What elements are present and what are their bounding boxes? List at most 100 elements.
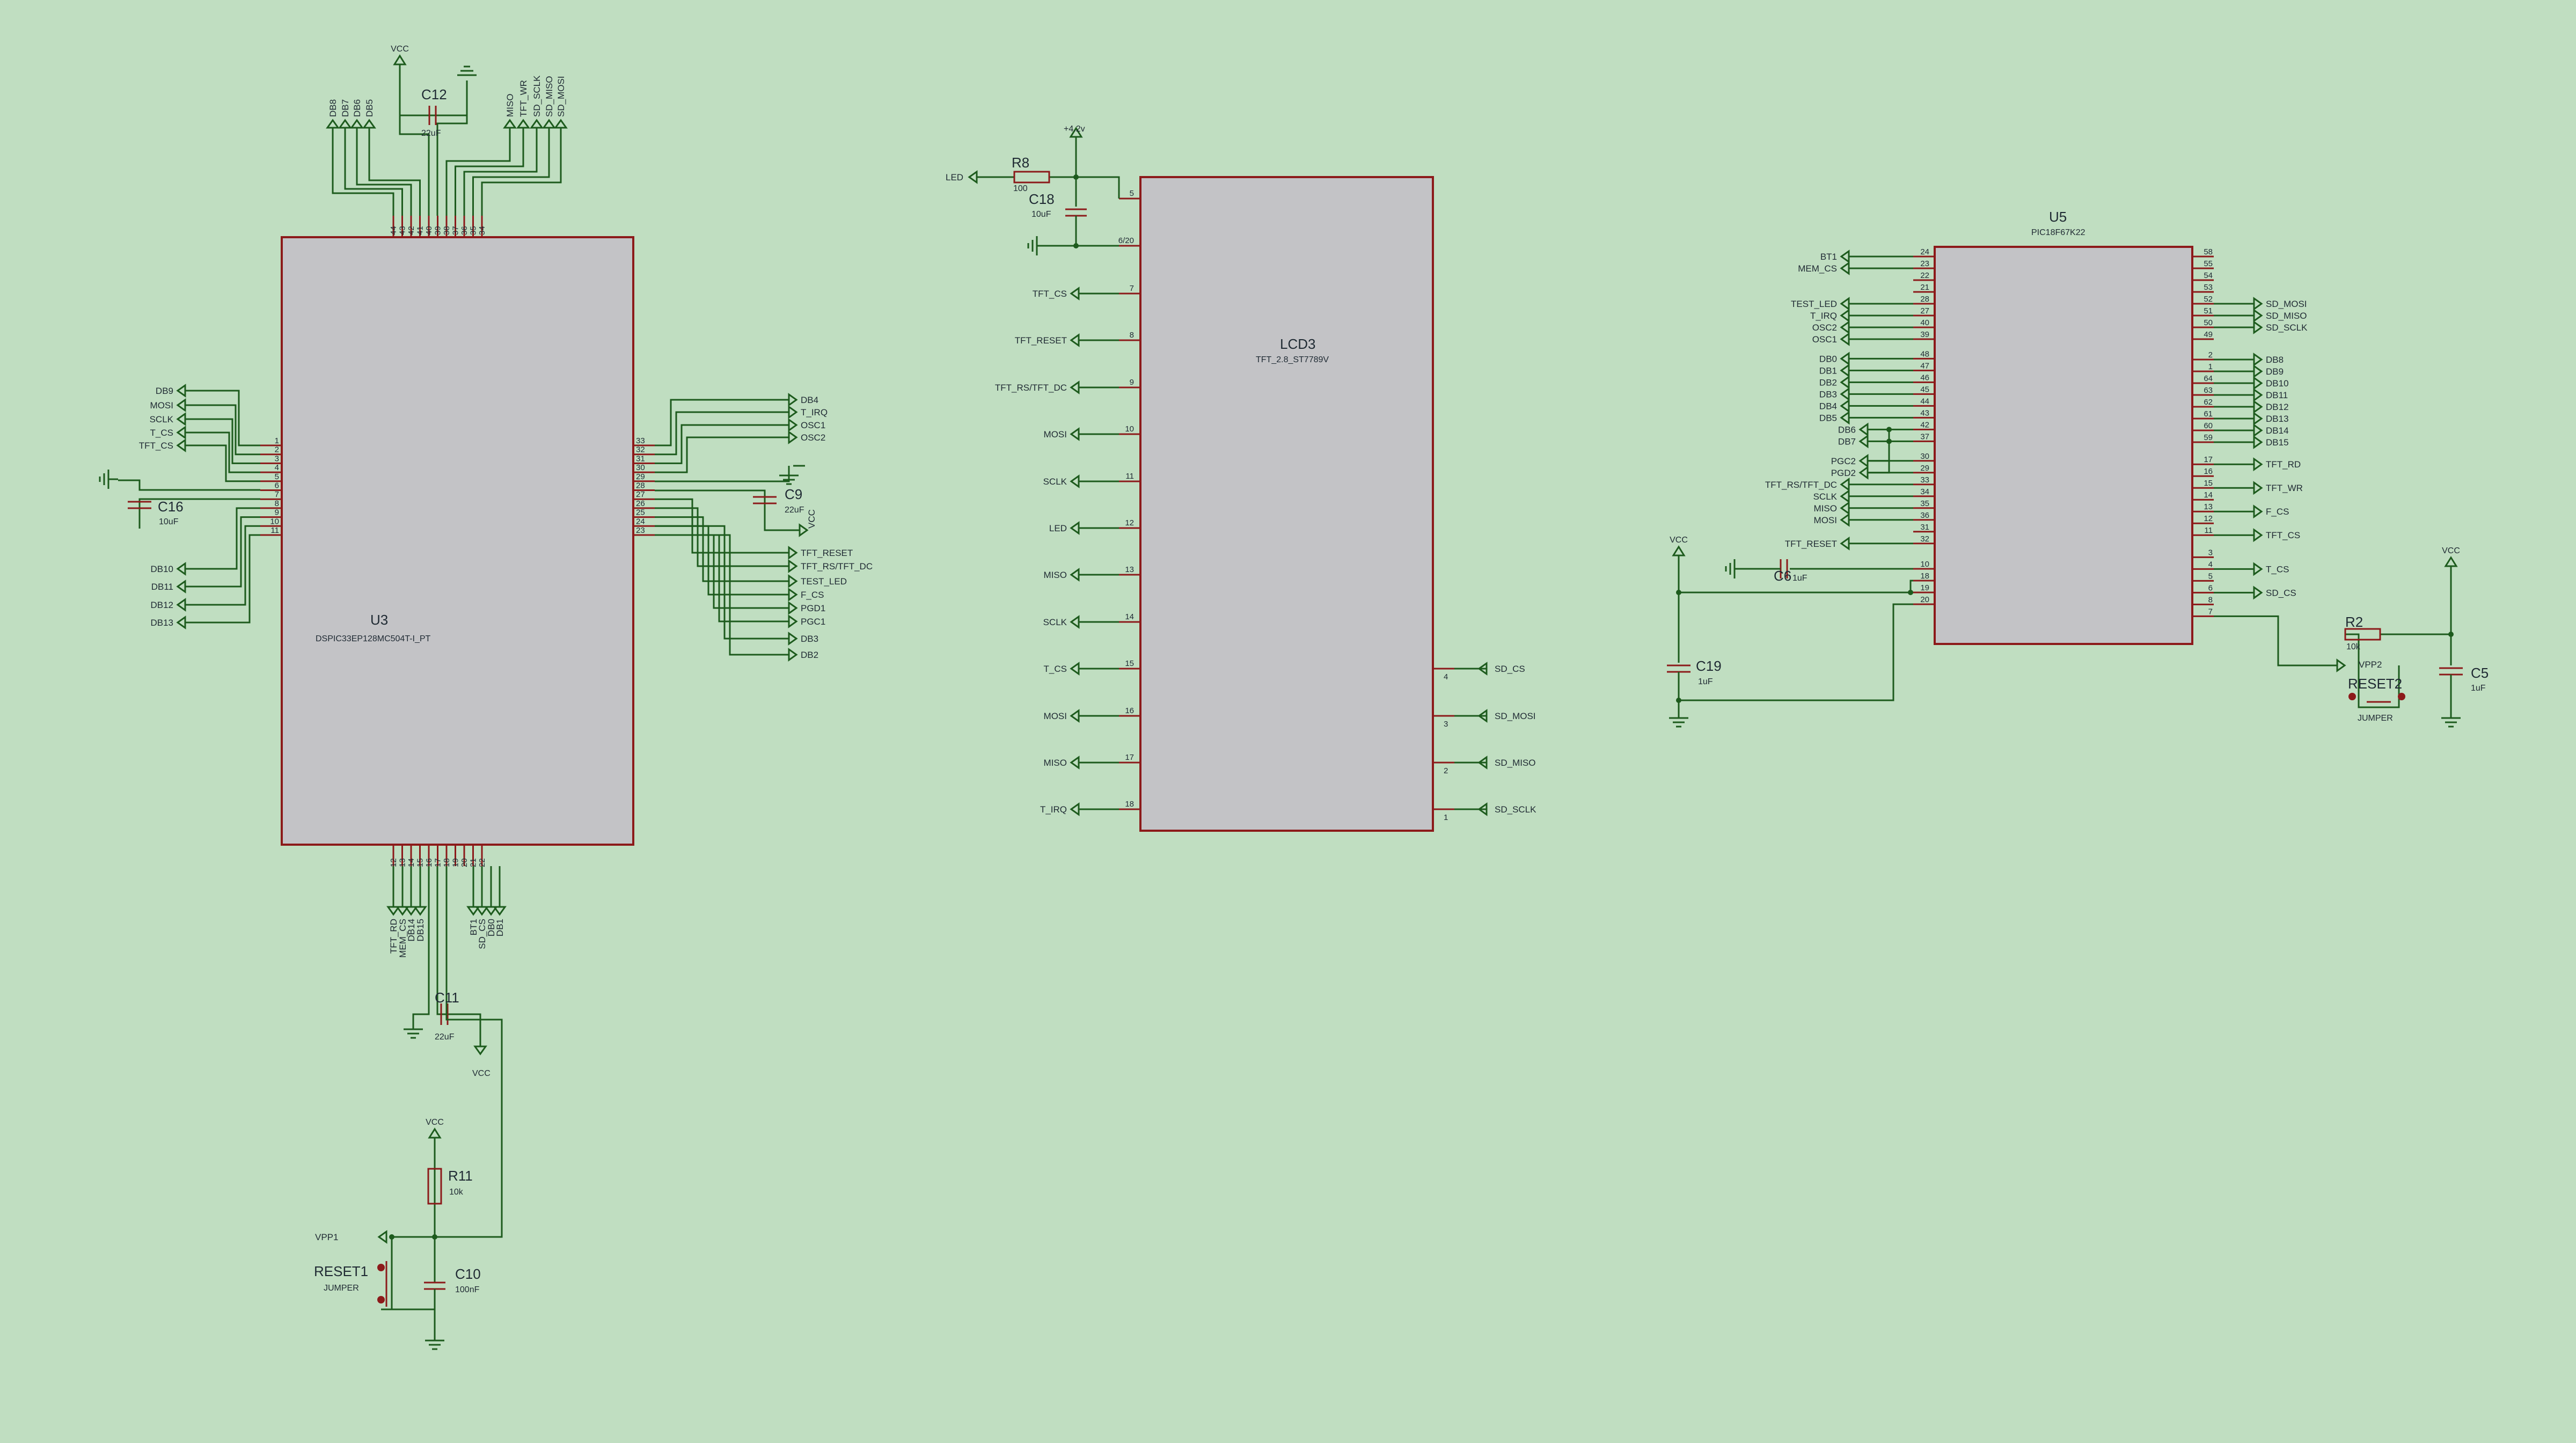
net-flag — [1070, 568, 1080, 582]
u5-net-label: DB9 — [2266, 367, 2284, 377]
net-flag — [338, 119, 352, 129]
u3-net — [185, 525, 260, 606]
junction-dot — [1073, 243, 1079, 248]
lcd-supply-label: +4.2v — [1064, 124, 1085, 134]
lcd3-body — [1139, 176, 1434, 832]
net-flag — [788, 430, 798, 444]
r2-body — [2344, 628, 2381, 641]
c12-ref: C12 — [421, 86, 447, 102]
u3-pin-number: 42 — [407, 226, 416, 235]
net-flag — [788, 614, 798, 628]
u3-pin-number: 1 — [275, 436, 279, 445]
u3-pin-number: 13 — [398, 858, 407, 867]
r2-ref: R2 — [2345, 614, 2363, 630]
u3-pin-number: 23 — [636, 526, 645, 535]
u3-pin-number: 20 — [460, 858, 469, 867]
lcd3-pin-number: 11 — [1125, 472, 1134, 481]
u3-net — [655, 525, 789, 640]
u5-pin-number: 2 — [2208, 350, 2213, 360]
u5-net-label: DB7 — [1838, 436, 1856, 446]
u3-pin-number: 15 — [416, 858, 425, 867]
c11-ref: C11 — [435, 990, 459, 1006]
u5-net-label: SCLK — [1813, 492, 1838, 502]
c9-value: 22uF — [785, 506, 804, 515]
lcd3-pin-number: 1 — [1444, 813, 1448, 822]
net-flag — [326, 119, 340, 129]
u3-net — [185, 390, 260, 446]
u5-net-label: F_CS — [2266, 507, 2289, 517]
u3-top-vcc-label: VCC — [391, 45, 409, 54]
u3-net-label-tft_rd: TFT_RD — [389, 919, 399, 954]
net-flag — [2253, 481, 2263, 495]
u5-net-label: DB10 — [2266, 378, 2289, 389]
u5-net-label: DB13 — [2266, 414, 2289, 424]
u5-pin-number: 30 — [1920, 452, 1929, 461]
u3-net-label-db10: DB10 — [150, 564, 173, 574]
u5-pin-number: 5 — [2208, 572, 2213, 581]
u5-pin-number: 11 — [2204, 526, 2213, 535]
u5-vcc2-label: VCC — [2442, 546, 2460, 555]
r2-value: 10k — [2346, 642, 2361, 651]
u3-net-label-db5: DB5 — [364, 99, 375, 117]
u3-net — [344, 128, 403, 216]
net-flag — [404, 906, 418, 916]
net-flag — [1070, 380, 1080, 394]
u3-pin-number: 9 — [275, 508, 279, 517]
lcd3-net-label: T_CS — [1044, 664, 1067, 674]
lcd3-pin-number: 7 — [1130, 284, 1134, 293]
u3-net — [463, 128, 538, 216]
u3-net-label-test_led: TEST_LED — [801, 576, 847, 587]
u3-pin-number: 29 — [636, 472, 645, 481]
u3-pin-number: 8 — [275, 499, 279, 508]
net-flag — [386, 906, 400, 916]
reset1-contact — [377, 1264, 385, 1271]
u5-net-label: TFT_RD — [2266, 459, 2301, 470]
u3-pin-number: 17 — [434, 858, 443, 867]
u3-pin-number: 32 — [636, 445, 645, 455]
net-flag — [788, 393, 798, 407]
u5-pin-number: 37 — [1920, 432, 1929, 441]
u5-pin-number: 15 — [2204, 479, 2213, 488]
u3-mclr-wire — [392, 866, 503, 1238]
u3-net-label-db4: DB4 — [801, 395, 818, 405]
u5-pin-number: 33 — [1920, 475, 1929, 485]
u5-ref: U5 — [2049, 209, 2067, 225]
u3-net-label-mem_cs: MEM_CS — [398, 919, 408, 958]
u5-net-label: T_CS — [2266, 564, 2289, 574]
net-flag — [1858, 465, 1869, 480]
u5-pin-number: 53 — [2204, 283, 2213, 292]
u5-pin-number: 59 — [2204, 433, 2213, 442]
net-flag — [554, 119, 568, 129]
u3-avss-wire — [412, 866, 430, 1020]
u3-net — [655, 411, 789, 456]
lcd3-net-label: MISO — [1044, 758, 1067, 768]
lcd3-pin-number: 4 — [1444, 672, 1448, 682]
u5-pin-number: 55 — [2204, 259, 2213, 268]
net-flag — [788, 405, 798, 419]
lcd3-net-label: LED — [1049, 523, 1067, 533]
net-flag — [788, 418, 798, 432]
u3-net-label-miso: MISO — [505, 94, 515, 117]
u5-net-label: TEST_LED — [1791, 299, 1837, 309]
u3-vcap-wire — [138, 498, 260, 529]
u5-pin-number: 23 — [1920, 259, 1929, 268]
u5-net-label: PGD2 — [1831, 468, 1856, 478]
c9-ref: C9 — [785, 486, 802, 502]
net-flag — [1840, 309, 1850, 323]
u5-net-label: DB0 — [1819, 354, 1837, 364]
power-symbol — [2444, 556, 2458, 567]
u3-pin-number: 11 — [270, 526, 279, 535]
u3-net-label-tft_cs: TFT_CS — [139, 441, 173, 451]
lcd3-pin-number: 17 — [1125, 753, 1134, 762]
net-flag — [396, 906, 409, 916]
u3-net-label-tft_reset: TFT_RESET — [801, 548, 853, 558]
u3-net-label-db0: DB0 — [486, 919, 496, 936]
c19-ref: C19 — [1696, 658, 1722, 674]
lcd3-net-label: T_IRQ — [1040, 804, 1067, 815]
net-flag — [2253, 353, 2263, 367]
u5-pin-number: 21 — [1920, 283, 1929, 292]
net-flag — [1070, 662, 1080, 676]
u3-net — [332, 128, 394, 216]
net-flag — [2253, 528, 2263, 543]
lcd3-net-label: SD_SCLK — [1495, 804, 1536, 815]
